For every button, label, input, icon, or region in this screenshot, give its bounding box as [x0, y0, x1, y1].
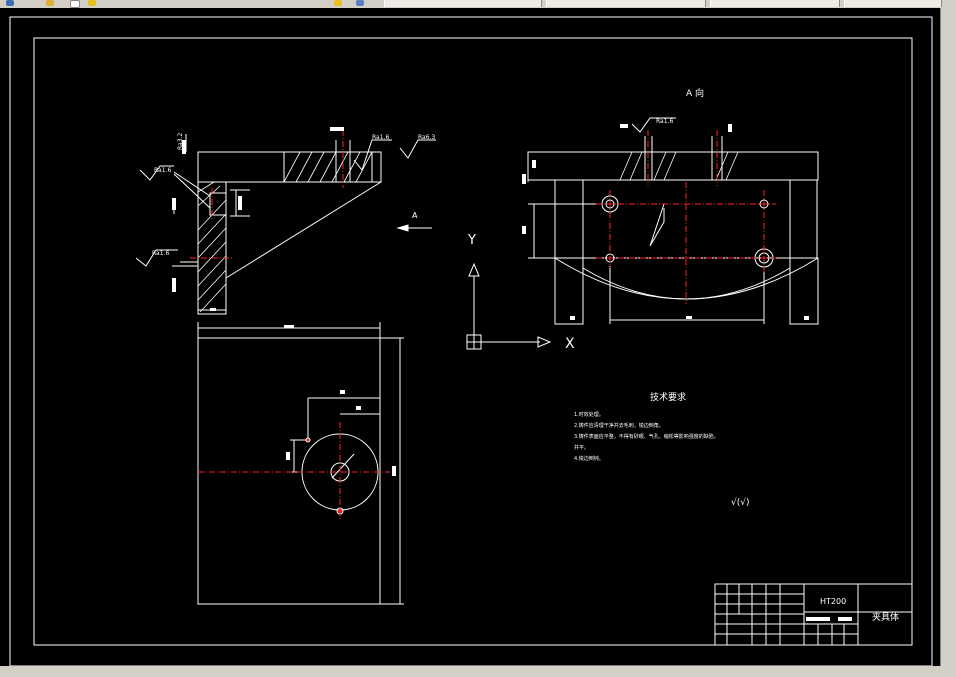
toolbar-tab-1[interactable]	[384, 0, 542, 7]
style-icon[interactable]	[334, 0, 342, 6]
center-lines	[190, 130, 776, 520]
plan-view	[197, 322, 404, 605]
drawing-canvas[interactable]: A 向 A Y X Ra1.6 Ra1.6 Ra1.6 Ra6.3 Ra1.6 …	[0, 8, 940, 667]
roughness-4: Ra6.3	[418, 134, 435, 141]
roughness-5: Ra1.6	[656, 118, 673, 125]
tech-line-5: 4.锐边倒钝。	[574, 455, 604, 462]
ucs-icon	[466, 262, 552, 350]
roughness-2: Ra1.6	[152, 250, 169, 257]
tech-line-4: 并平。	[574, 444, 589, 451]
settings-icon[interactable]	[356, 0, 364, 6]
tech-line-2: 2.铸件应清理干净并去毛刺，锐边倒角。	[574, 422, 664, 429]
arrow-label: A	[412, 211, 418, 220]
vertical-scrollbar[interactable]	[940, 8, 956, 666]
layer-icon[interactable]	[88, 0, 96, 6]
app-icon[interactable]	[6, 0, 14, 6]
roughness-3: Ra1.6	[372, 134, 389, 141]
tech-line-1: 1.时效处理。	[574, 411, 604, 418]
roughness-1: Ra1.6	[154, 167, 171, 174]
front-view	[135, 134, 436, 315]
folder-icon[interactable]	[46, 0, 54, 6]
inner-frame	[33, 37, 913, 646]
status-bar	[0, 666, 956, 677]
material-label: HT200	[820, 597, 846, 606]
surface-note: √(√)	[731, 497, 750, 508]
cad-drawing: A 向 A Y X Ra1.6 Ra1.6 Ra1.6 Ra6.3 Ra1.6 …	[9, 16, 933, 667]
a-view	[527, 117, 819, 325]
document-icon[interactable]	[70, 0, 80, 8]
roughness-6: Ra3.2	[177, 133, 184, 150]
toolbar-tab-3[interactable]	[710, 0, 840, 7]
tech-title: 技术要求	[650, 391, 686, 403]
toolbar-search[interactable]	[844, 0, 942, 7]
view-label: A 向	[686, 87, 704, 99]
toolbar-tab-2[interactable]	[546, 0, 706, 7]
title-block	[714, 583, 913, 646]
ucs-y-label: Y	[467, 233, 476, 248]
ucs-x-label: X	[565, 336, 575, 352]
dim-labels	[172, 124, 852, 621]
center-marks	[306, 438, 342, 513]
tech-line-3: 3.铸件表面应平整，不得有砂眼、气孔、缩松等影响强度的缺陷，	[574, 433, 719, 440]
part-name: 夹具体	[872, 611, 899, 623]
